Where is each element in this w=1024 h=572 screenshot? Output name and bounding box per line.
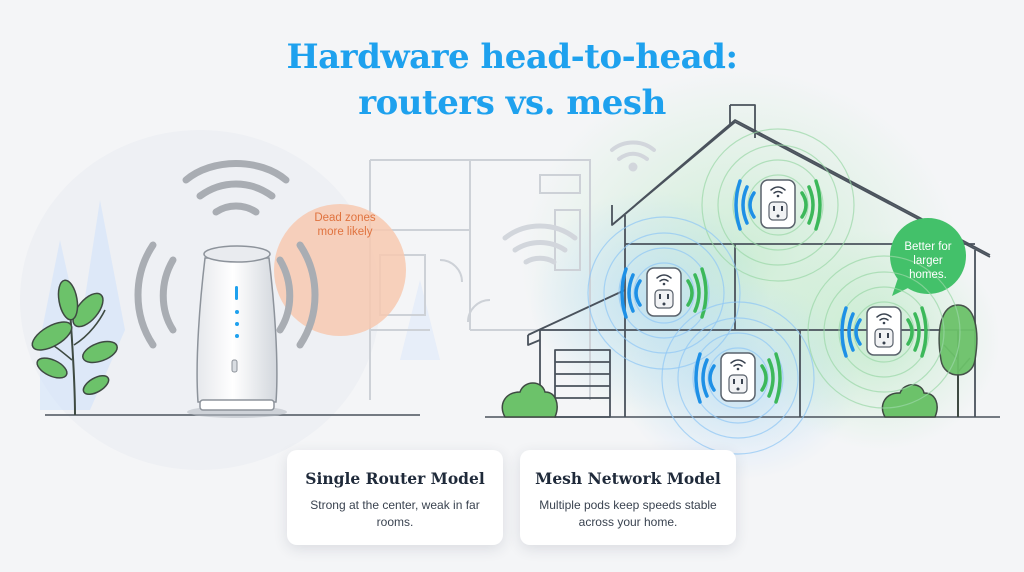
dead-zone-bubble [274,204,406,336]
mesh-pod [661,301,815,455]
router-side-waves [134,241,319,349]
tree-right [938,304,978,417]
mesh-network-card-text: Multiple pods keep speeds stable across … [539,498,717,529]
mesh-pods [587,128,961,455]
page-title: Hardware head-to-head: routers vs. mesh [0,34,1024,126]
faint-wifi-icon-2 [610,140,656,172]
single-router-card-text: Strong at the center, weak in far rooms. [310,498,480,529]
single-router-card-title: Single Router Model [305,469,485,488]
router-device [187,245,287,418]
mesh-pod [807,255,961,409]
router-wifi-icon [182,160,290,216]
title-line-1: Hardware head-to-head: [286,37,739,77]
bush-left [501,382,558,418]
title-line-2: routers vs. mesh [358,83,666,123]
dead-zones-label: Dead zones more likely [314,212,376,238]
floor-plan [369,159,591,400]
mesh-network-card-title: Mesh Network Model [535,469,721,488]
single-router-card: Single Router Model Strong at the center… [287,450,503,545]
bush-right [881,384,938,418]
mesh-network-card: Mesh Network Model Multiple pods keep sp… [520,450,736,545]
better-for-label: Better for larger homes. [904,241,952,281]
plant-left [31,279,118,416]
mesh-pod [701,128,855,282]
mesh-pod [587,216,741,370]
faint-wifi-icon-1 [502,223,578,265]
better-for-bubble [890,218,966,296]
